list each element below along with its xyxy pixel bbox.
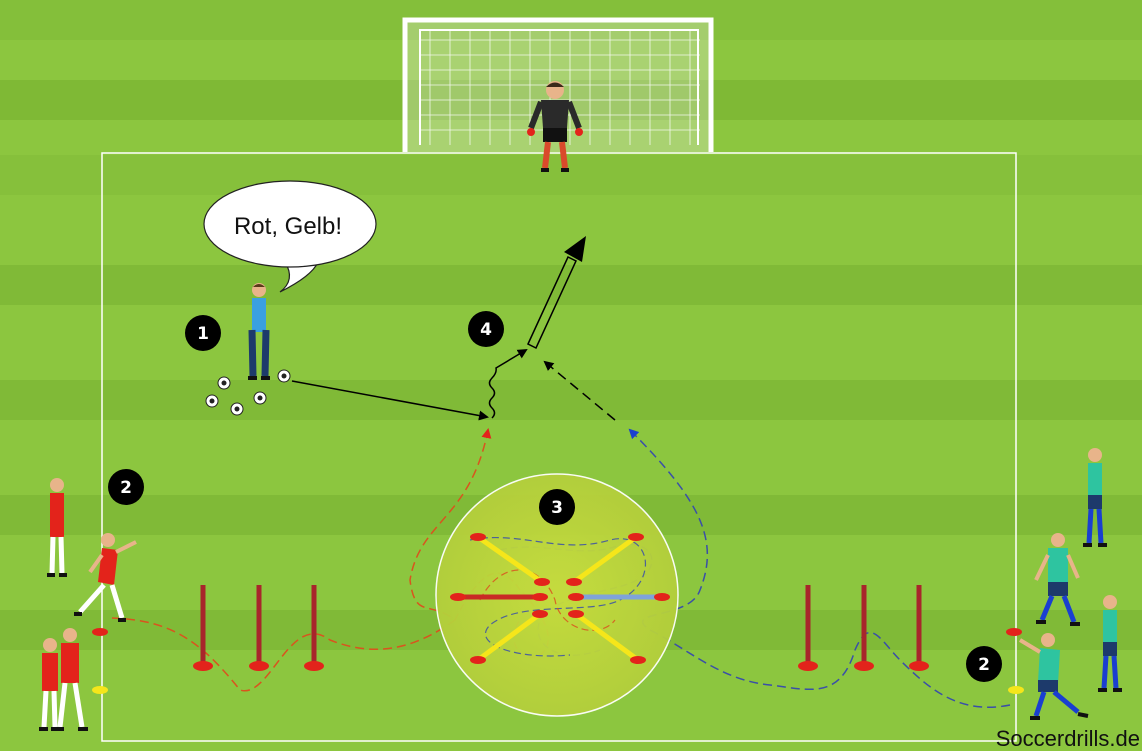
svg-text:2: 2 bbox=[978, 655, 990, 675]
svg-text:2: 2 bbox=[120, 478, 132, 498]
shot-arrow bbox=[527, 236, 586, 350]
pass-arrow bbox=[291, 380, 489, 421]
speech-bubble-text: Rot, Gelb! bbox=[234, 213, 342, 240]
coach bbox=[248, 283, 270, 380]
svg-text:3: 3 bbox=[551, 498, 563, 518]
cone-red bbox=[92, 628, 108, 636]
dribble-arrow bbox=[488, 348, 528, 419]
pole bbox=[909, 585, 929, 671]
pole bbox=[249, 585, 269, 671]
watermark-text: Soccerdrills.de bbox=[996, 726, 1140, 751]
step-marker-3: 3 bbox=[539, 489, 575, 525]
cone-red bbox=[1006, 628, 1022, 636]
blue-player-running bbox=[1018, 633, 1089, 720]
ball bbox=[230, 402, 244, 416]
start-cones bbox=[92, 628, 1024, 694]
gate-poles bbox=[450, 533, 670, 664]
pole bbox=[854, 585, 874, 671]
pole bbox=[798, 585, 818, 671]
gate-yellow-topright bbox=[566, 533, 644, 586]
step-marker-2-left: 2 bbox=[108, 469, 144, 505]
step-marker-1: 1 bbox=[185, 315, 221, 351]
gate-yellow-bottomright bbox=[568, 610, 646, 664]
blue-run-path bbox=[628, 428, 1011, 708]
pole bbox=[304, 585, 324, 671]
red-player-running bbox=[74, 533, 137, 622]
cone-yellow bbox=[92, 686, 108, 694]
svg-text:1: 1 bbox=[197, 324, 209, 344]
ball bbox=[217, 376, 231, 390]
slalom-poles-left bbox=[193, 585, 324, 671]
gate-red-left bbox=[450, 593, 548, 601]
blue-player bbox=[1034, 533, 1080, 626]
goalkeeper bbox=[527, 81, 583, 172]
red-player bbox=[47, 478, 67, 577]
step-marker-4: 4 bbox=[468, 311, 504, 347]
svg-text:4: 4 bbox=[480, 320, 492, 340]
gate-yellow-bottomleft bbox=[470, 610, 548, 664]
color-gate-circle bbox=[435, 473, 679, 717]
slalom-poles-right bbox=[798, 585, 929, 671]
blue-player bbox=[1098, 595, 1122, 692]
blue-player bbox=[1083, 448, 1107, 547]
ball bbox=[277, 369, 291, 383]
ball bbox=[253, 391, 267, 405]
red-run-path bbox=[111, 428, 492, 692]
red-player bbox=[39, 638, 60, 731]
pole bbox=[193, 585, 213, 671]
gate-blue-right bbox=[568, 593, 670, 601]
step-marker-2-right: 2 bbox=[966, 646, 1002, 682]
speech-bubble: Rot, Gelb! bbox=[203, 180, 377, 293]
gate-yellow-topleft bbox=[470, 533, 550, 586]
ball-pile bbox=[205, 369, 291, 416]
cone-yellow bbox=[1008, 686, 1024, 694]
ball bbox=[205, 394, 219, 408]
penalty-area-line bbox=[101, 152, 1017, 742]
